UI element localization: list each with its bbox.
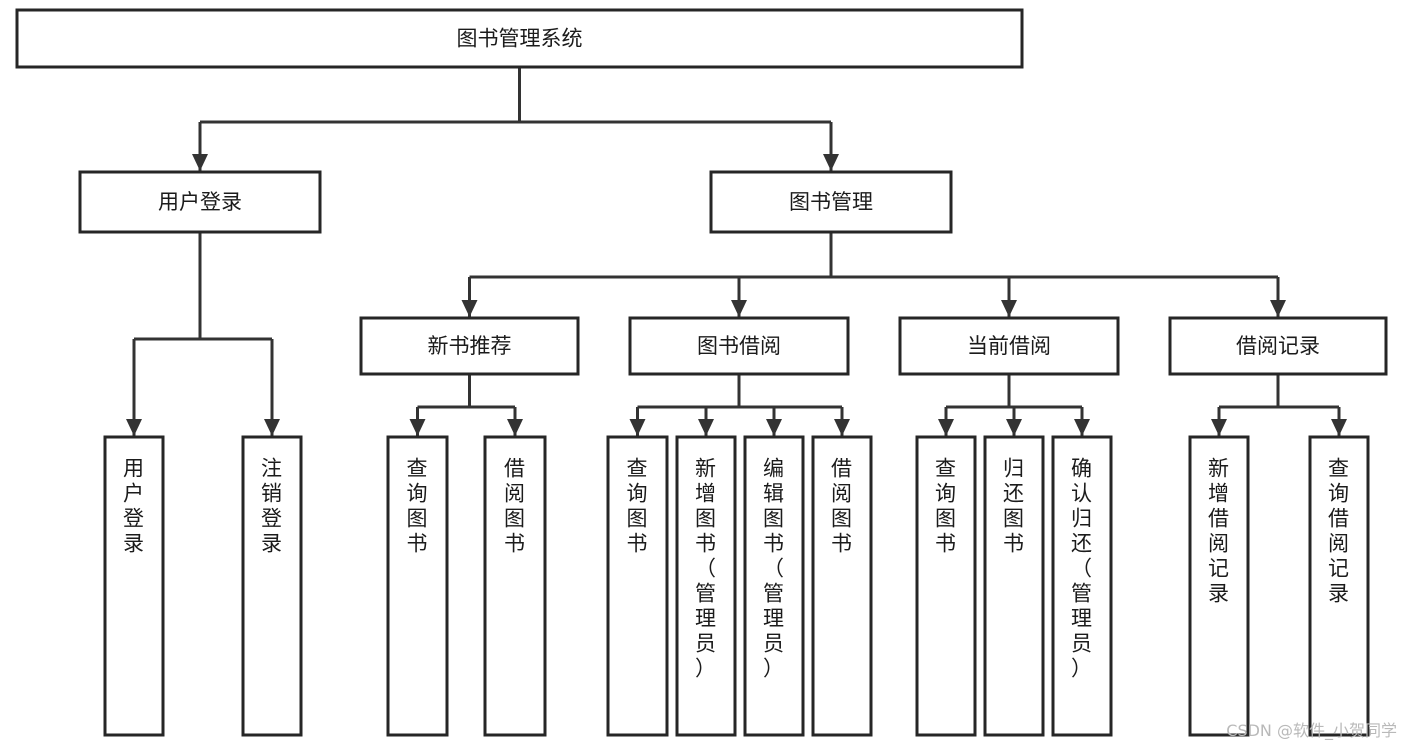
arrow-head-icon xyxy=(1331,419,1347,436)
node-box xyxy=(811,435,873,737)
node-label: 查询图书 xyxy=(407,457,429,556)
node-box xyxy=(359,316,580,376)
arrow-head-icon xyxy=(629,419,646,436)
node-layer: 图书管理系统用户登录图书管理新书推荐图书借阅当前借阅借阅记录用户登录注销登录查询… xyxy=(15,8,1388,737)
node-box xyxy=(743,435,805,737)
node-leaf-borrow-book-1[interactable]: 借阅图书 xyxy=(483,435,547,737)
node-leaf-add-book[interactable]: 新增图书（管理员） xyxy=(675,435,737,737)
arrow-head-icon xyxy=(766,419,782,436)
node-borrow-record[interactable]: 借阅记录 xyxy=(1168,316,1388,376)
node-label: 图书管理 xyxy=(789,190,873,214)
arrow-head-icon xyxy=(834,419,850,436)
node-root[interactable]: 图书管理系统 xyxy=(15,8,1024,69)
node-label: 查询图书 xyxy=(627,457,649,556)
node-label: 新书推荐 xyxy=(428,334,512,358)
node-label: 借阅记录 xyxy=(1236,334,1320,358)
node-label: 查询借阅记录 xyxy=(1328,457,1350,606)
node-leaf-query-book-1[interactable]: 查询图书 xyxy=(386,435,449,737)
connector-layer xyxy=(126,67,1347,436)
node-label: 当前借阅 xyxy=(967,334,1051,358)
node-box xyxy=(675,435,737,737)
node-label: 图书管理系统 xyxy=(457,27,583,51)
node-leaf-user-login[interactable]: 用户登录 xyxy=(103,435,165,737)
node-box xyxy=(1168,316,1388,376)
arrow-head-icon xyxy=(731,300,747,317)
node-label: 归还图书 xyxy=(1003,457,1025,556)
arrow-head-icon xyxy=(1001,300,1017,317)
csdn-watermark: CSDN @软件_小贺同学 xyxy=(1226,721,1397,740)
node-book-borrow[interactable]: 图书借阅 xyxy=(628,316,850,376)
node-box xyxy=(709,170,953,234)
node-leaf-return-book[interactable]: 归还图书 xyxy=(983,435,1045,737)
arrow-head-icon xyxy=(192,154,208,171)
node-label: 确认归还（管理员） xyxy=(1071,457,1093,681)
node-user-login[interactable]: 用户登录 xyxy=(78,170,322,234)
node-label: 用户登录 xyxy=(158,190,242,214)
node-label: 查询图书 xyxy=(935,457,957,556)
node-label: 新增借阅记录 xyxy=(1208,457,1230,606)
node-box xyxy=(241,435,303,737)
node-box xyxy=(78,170,322,234)
arrow-head-icon xyxy=(698,419,714,436)
arrow-head-icon xyxy=(1006,419,1022,436)
node-leaf-edit-book[interactable]: 编辑图书（管理员） xyxy=(743,435,805,737)
node-new-book-rec[interactable]: 新书推荐 xyxy=(359,316,580,376)
node-leaf-add-record[interactable]: 新增借阅记录 xyxy=(1188,435,1250,737)
node-leaf-borrow-book-2[interactable]: 借阅图书 xyxy=(811,435,873,737)
node-box xyxy=(606,435,669,737)
arrow-head-icon xyxy=(938,419,954,436)
node-box xyxy=(1308,435,1370,737)
node-label: 用户登录 xyxy=(123,457,145,556)
node-box xyxy=(15,8,1024,69)
node-box xyxy=(1188,435,1250,737)
node-box xyxy=(386,435,449,737)
node-book-manage[interactable]: 图书管理 xyxy=(709,170,953,234)
node-box xyxy=(628,316,850,376)
node-current-borrow[interactable]: 当前借阅 xyxy=(898,316,1120,376)
node-box xyxy=(898,316,1120,376)
node-label: 图书借阅 xyxy=(697,334,781,358)
node-leaf-confirm-return[interactable]: 确认归还（管理员） xyxy=(1051,435,1113,737)
node-leaf-query-book-3[interactable]: 查询图书 xyxy=(915,435,977,737)
node-box xyxy=(1051,435,1113,737)
arrow-head-icon xyxy=(1270,300,1286,317)
node-box xyxy=(483,435,547,737)
node-label: 借阅图书 xyxy=(831,457,853,556)
arrow-head-icon xyxy=(1074,419,1090,436)
arrow-head-icon xyxy=(409,419,426,436)
node-leaf-logout[interactable]: 注销登录 xyxy=(241,435,303,737)
node-label: 借阅图书 xyxy=(504,457,526,556)
node-leaf-query-record[interactable]: 查询借阅记录 xyxy=(1308,435,1370,737)
arrow-head-icon xyxy=(1211,419,1227,436)
arrow-head-icon xyxy=(823,154,839,171)
node-label: 注销登录 xyxy=(261,457,283,556)
arrow-head-icon xyxy=(461,300,478,317)
node-box xyxy=(983,435,1045,737)
arrow-head-icon xyxy=(507,419,523,436)
node-box xyxy=(915,435,977,737)
node-box xyxy=(103,435,165,737)
node-label: 新增图书（管理员） xyxy=(695,457,717,681)
arrow-head-icon xyxy=(126,419,142,436)
node-leaf-query-book-2[interactable]: 查询图书 xyxy=(606,435,669,737)
node-label: 编辑图书（管理员） xyxy=(763,457,785,681)
arrow-head-icon xyxy=(264,419,280,436)
